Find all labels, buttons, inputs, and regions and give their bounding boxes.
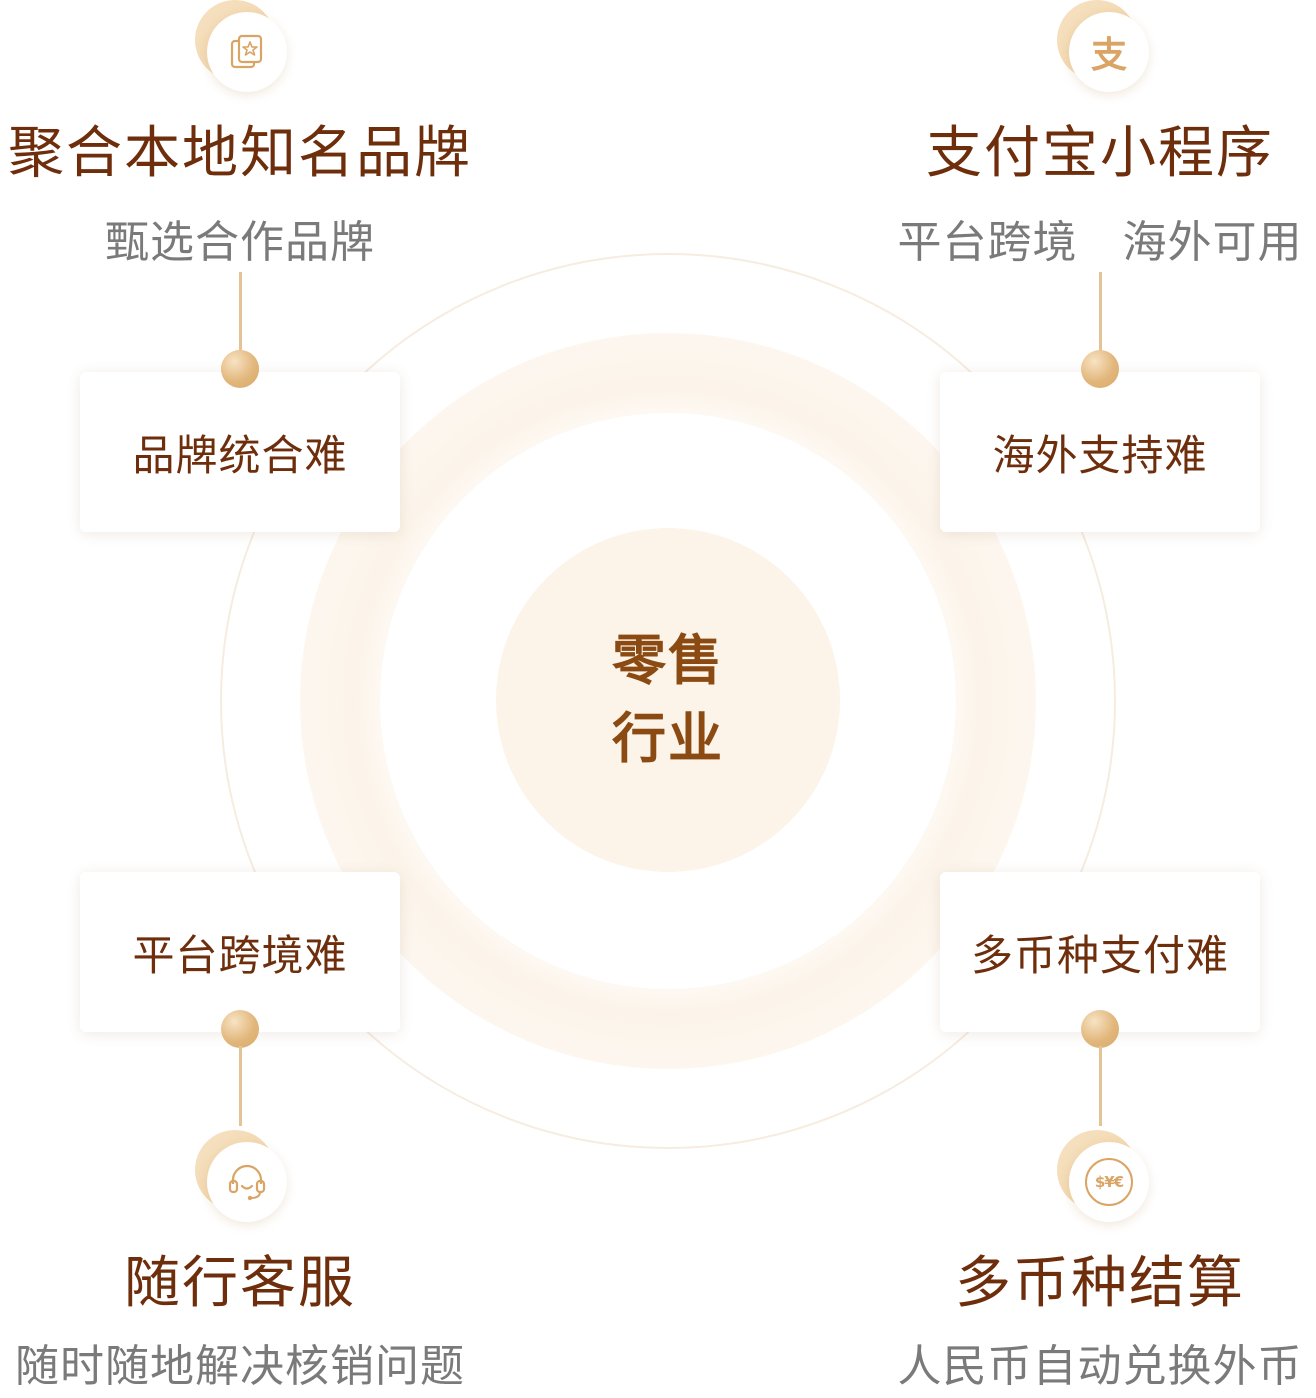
card-label: 平台跨境难 bbox=[132, 930, 348, 980]
brand-title: 聚合本地知名品牌 bbox=[8, 121, 472, 186]
card-cross-border: 平台跨境难 bbox=[80, 872, 400, 1032]
connector-dot bbox=[1081, 350, 1119, 388]
card-overseas-support: 海外支持难 bbox=[940, 372, 1260, 532]
card-label: 品牌统合难 bbox=[132, 430, 348, 480]
currency-glyph: $¥€ bbox=[1094, 1173, 1124, 1191]
card-brand-integration: 品牌统合难 bbox=[80, 372, 400, 532]
coupon-card-icon bbox=[207, 12, 287, 92]
connector-dot bbox=[1081, 1010, 1119, 1048]
connector-dot-front bbox=[221, 350, 259, 388]
card-multi-currency: 多币种支付难 bbox=[940, 872, 1260, 1032]
currency-icon-badge: $¥€ bbox=[1057, 1130, 1157, 1230]
currency-exchange-icon: $¥€ bbox=[1069, 1142, 1149, 1222]
alipay-icon-badge: 支 bbox=[1057, 0, 1157, 100]
settlement-subtitle: 人民币自动兑换外币 bbox=[897, 1341, 1303, 1392]
center-label-line2: 行业 bbox=[612, 707, 724, 770]
alipay-icon: 支 bbox=[1069, 12, 1149, 92]
connector-line bbox=[1099, 272, 1102, 352]
brand-icon-badge bbox=[195, 0, 295, 100]
service-subtitle: 随时随地解决核销问题 bbox=[15, 1341, 465, 1392]
connector-line bbox=[239, 272, 242, 352]
connector-line bbox=[1099, 1046, 1102, 1126]
center-label: 零售 行业 bbox=[496, 528, 840, 872]
center-circle bbox=[496, 528, 840, 872]
service-title: 随行客服 bbox=[124, 1251, 356, 1316]
settlement-title: 多币种结算 bbox=[955, 1251, 1245, 1316]
currency-ring: $¥€ bbox=[1085, 1158, 1133, 1206]
outer-ring bbox=[220, 253, 1116, 1149]
alipay-subtitle: 平台跨境 海外可用 bbox=[897, 217, 1303, 268]
connector-dot bbox=[221, 1010, 259, 1048]
brand-subtitle: 甄选合作品牌 bbox=[105, 217, 375, 268]
card-label: 海外支持难 bbox=[992, 430, 1208, 480]
alipay-glyph: 支 bbox=[1090, 35, 1127, 76]
card-label: 多币种支付难 bbox=[970, 930, 1229, 980]
connector-line bbox=[239, 1046, 242, 1126]
center-label-line1: 零售 bbox=[612, 629, 724, 692]
service-icon-badge bbox=[195, 1130, 295, 1230]
headset-icon bbox=[207, 1142, 287, 1222]
alipay-title: 支付宝小程序 bbox=[926, 121, 1274, 186]
